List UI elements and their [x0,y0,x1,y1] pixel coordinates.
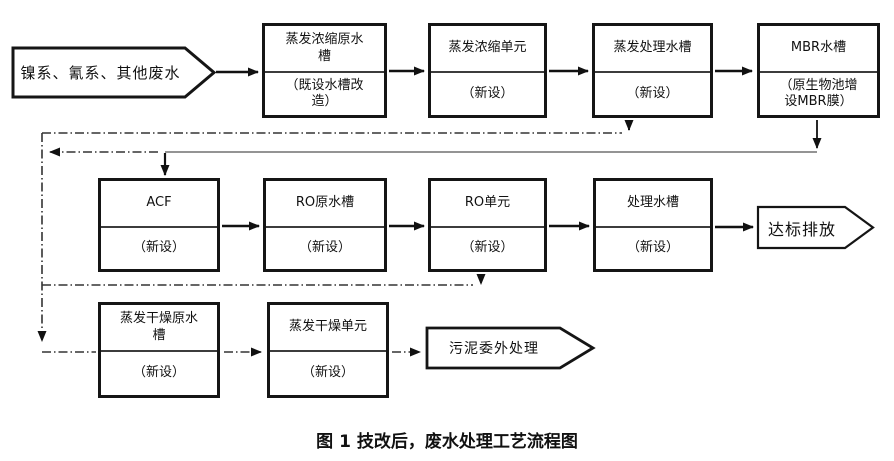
discharge-pentagon-shape [756,205,875,250]
box-note: （新设） [595,71,710,115]
box-note: （既设水槽改 造） [265,71,384,115]
box-evaporation-concentration-unit: 蒸发浓缩单元 （新设） [428,23,547,118]
box-evaporation-concentration-raw-water-tank: 蒸发浓缩原水 槽 （既设水槽改 造） [262,23,387,118]
box-mbr-water-tank: MBR水槽 （原生物池增 设MBR膜） [757,23,880,118]
box-note: （新设） [101,226,217,269]
box-note: （新设） [270,350,386,395]
box-evaporation-drying-raw-water-tank: 蒸发干燥原水 槽 （新设） [98,302,220,398]
box-note: （新设） [596,226,710,269]
box-title: 蒸发浓缩原水 槽 [285,32,364,64]
box-title: MBR水槽 [790,40,847,56]
box-title: ACF [146,195,172,211]
box-title: RO原水槽 [295,195,355,211]
discharge-pentagon-label: 达标排放 [767,219,836,239]
box-title: 蒸发处理水槽 [613,40,692,56]
box-note: （新设） [266,226,384,269]
box-evaporation-drying-unit: 蒸发干燥单元 （新设） [267,302,389,398]
box-ro-raw-water-tank: RO原水槽 （新设） [263,178,387,272]
box-note: （新设） [431,71,544,115]
box-treated-water-tank: 处理水槽 （新设） [593,178,713,272]
box-title: 处理水槽 [626,195,679,211]
influent-pentagon-label: 镍系、氰系、其他废水 [20,64,181,82]
box-title: 蒸发干燥单元 [288,319,367,335]
box-note: （新设） [431,226,544,269]
box-note: （新设） [101,350,217,395]
box-title: RO单元 [464,195,511,211]
influent-pentagon-shape [11,46,217,99]
sludge-pentagon-shape [425,326,596,370]
sludge-pentagon-label: 污泥委外处理 [449,341,539,357]
box-ro-unit: RO单元 （新设） [428,178,547,272]
box-acf: ACF （新设） [98,178,220,272]
box-evaporation-treated-water-tank: 蒸发处理水槽 （新设） [592,23,713,118]
box-note: （原生物池增 设MBR膜） [760,71,877,115]
box-title: 蒸发干燥原水 槽 [119,311,198,343]
figure-caption: 图 1 技改后，废水处理工艺流程图 [316,432,578,452]
box-title: 蒸发浓缩单元 [448,40,527,56]
